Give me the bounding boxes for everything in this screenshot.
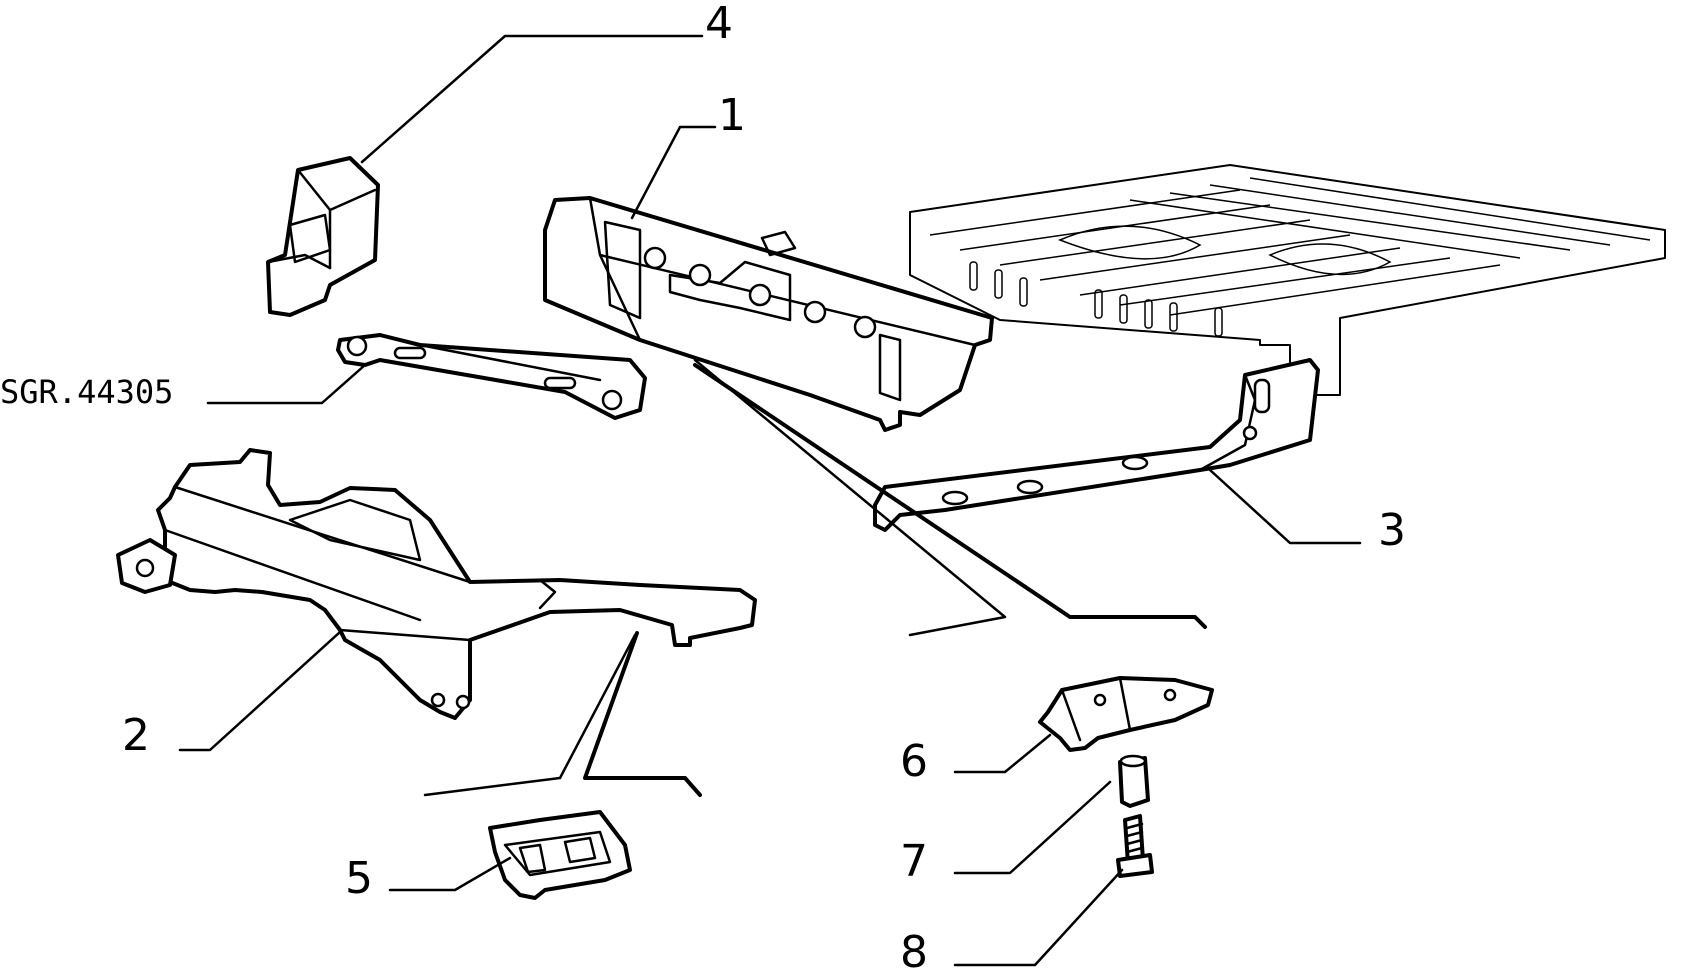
callout-1: 1 xyxy=(718,90,746,141)
leader-lines xyxy=(178,34,1362,967)
callout-4: 4 xyxy=(705,0,733,49)
callout-labels: 1 2 3 4 5 6 7 8 SGR.44305 xyxy=(0,0,1406,969)
leader-7 xyxy=(953,780,1112,875)
part-5-plate xyxy=(488,810,632,900)
part-4-bracket xyxy=(266,156,380,317)
callout-8: 8 xyxy=(900,927,928,969)
leader-8 xyxy=(953,868,1124,967)
leader-6 xyxy=(953,733,1052,774)
part-3-sill-member xyxy=(873,358,1320,532)
leader-sgr xyxy=(206,363,367,405)
part-8-bolt xyxy=(1116,814,1154,878)
leader-4 xyxy=(360,34,704,164)
part-2-subframe xyxy=(116,448,757,720)
part-7-spacer xyxy=(1118,754,1150,808)
reference-code-label: SGR.44305 xyxy=(0,373,173,411)
breakout-bold-2 xyxy=(583,631,702,797)
leader-1 xyxy=(630,125,717,220)
callout-5: 5 xyxy=(345,853,373,904)
rear-floor-panel xyxy=(909,164,1666,396)
leader-3 xyxy=(1208,468,1362,545)
callout-7: 7 xyxy=(900,836,928,887)
part-1-cross-member xyxy=(543,196,994,432)
callout-2: 2 xyxy=(122,710,150,761)
leader-5 xyxy=(388,856,512,892)
callout-6: 6 xyxy=(900,736,928,787)
part-6-flange-bracket xyxy=(1038,676,1214,752)
leader-2 xyxy=(178,630,342,752)
breakout-thin-1 xyxy=(693,358,1007,637)
breakout-bold-1 xyxy=(693,363,1207,629)
part-sgr-44305-arm xyxy=(336,333,647,420)
breakout-thin-2 xyxy=(423,633,637,797)
callout-3: 3 xyxy=(1378,505,1406,556)
floor-slots xyxy=(969,261,1223,337)
